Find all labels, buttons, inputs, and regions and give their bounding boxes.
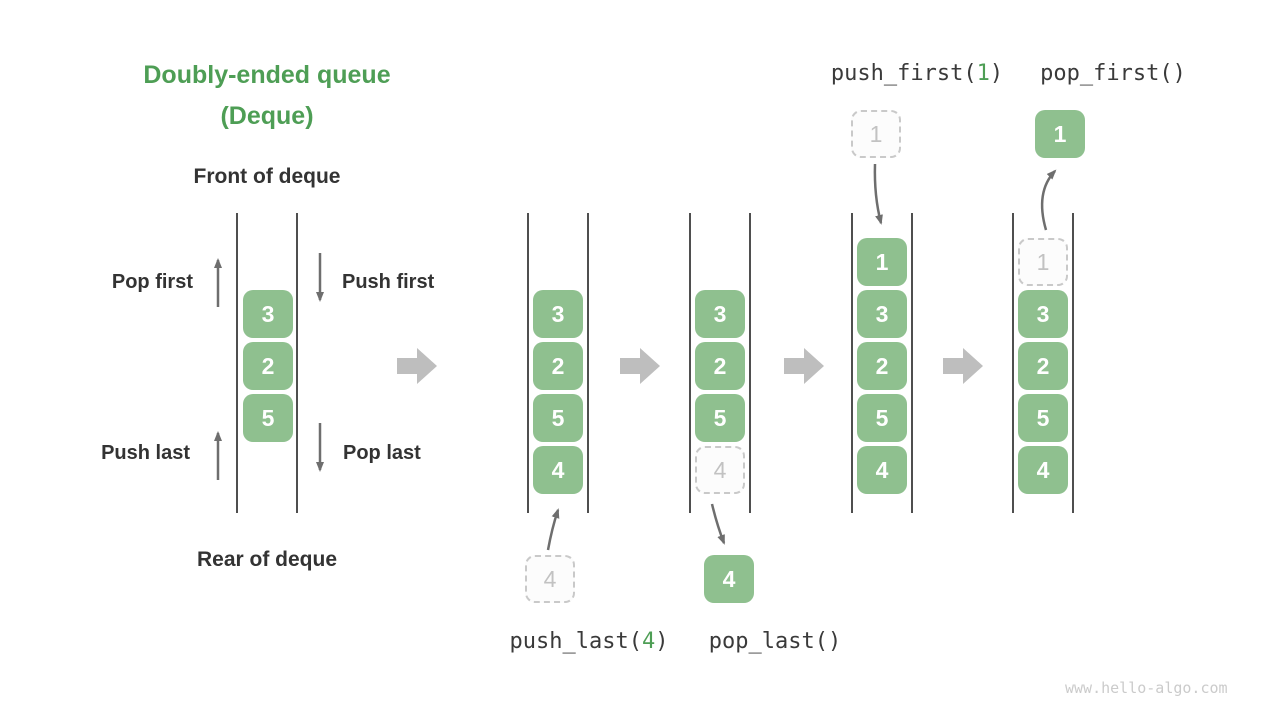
code-text: push_last(	[509, 629, 642, 654]
code-text: )	[655, 629, 669, 654]
queue-wall	[1072, 213, 1074, 513]
push-first-insert-arrow-icon	[873, 163, 883, 225]
queue-cell: 5	[533, 394, 583, 442]
queue-cell: 3	[243, 290, 293, 338]
flow-arrow-icon	[943, 348, 983, 384]
queue-wall	[689, 213, 691, 513]
queue-wall	[527, 213, 529, 513]
queue-wall	[587, 213, 589, 513]
diagram-title: Doubly-ended queue (Deque)	[143, 55, 390, 137]
queue-cell: 5	[243, 394, 293, 442]
popped-element: 4	[704, 555, 754, 603]
queue-cell: 4	[533, 446, 583, 494]
removed-element-ghost: 4	[695, 446, 745, 494]
removed-element-ghost: 1	[1018, 238, 1068, 286]
diagram-title-line1: Doubly-ended queue	[143, 61, 391, 89]
front-of-deque-label: Front of deque	[193, 165, 341, 188]
flow-arrow-icon	[620, 348, 660, 384]
diagram-title-line2: (Deque)	[220, 102, 314, 130]
flow-arrow-icon	[397, 348, 437, 384]
incoming-element-ghost: 4	[525, 555, 575, 603]
popped-element: 1	[1035, 110, 1085, 158]
pop-last-remove-arrow-icon	[710, 503, 726, 545]
queue-cell: 4	[1018, 446, 1068, 494]
watermark: www.hello-algo.com	[1065, 679, 1228, 697]
queue-wall	[1012, 213, 1014, 513]
rear-of-deque-label: Rear of deque	[196, 548, 338, 571]
push-first-code-label: push_first(1)	[831, 61, 1003, 86]
queue-cell: 2	[857, 342, 907, 390]
queue-wall	[851, 213, 853, 513]
queue-cell: 3	[1018, 290, 1068, 338]
push-first-label: Push first	[342, 271, 435, 293]
code-text: pop_first()	[1040, 61, 1186, 86]
queue-cell: 3	[695, 290, 745, 338]
push-last-code-label: push_last(4)	[510, 629, 669, 654]
pop-first-label: Pop first	[111, 271, 193, 293]
flow-arrow-icon	[784, 348, 824, 384]
incoming-element-ghost: 1	[851, 110, 901, 158]
queue-cell: 2	[695, 342, 745, 390]
code-text: )	[989, 61, 1004, 86]
pop-first-remove-arrow-icon	[1040, 169, 1057, 231]
pop-last-label: Pop last	[343, 442, 421, 464]
queue-cell: 3	[857, 290, 907, 338]
queue-cell: 1	[857, 238, 907, 286]
queue-wall	[749, 213, 751, 513]
queue-cell: 5	[857, 394, 907, 442]
code-arg: 1	[976, 61, 990, 86]
queue-cell: 2	[243, 342, 293, 390]
queue-cell: 4	[857, 446, 907, 494]
queue-cell: 5	[1018, 394, 1068, 442]
pop-first-code-label: pop_first()	[1040, 61, 1186, 86]
queue-wall	[296, 213, 298, 513]
queue-cell: 5	[695, 394, 745, 442]
queue-cell: 2	[533, 342, 583, 390]
code-text: pop_last()	[708, 629, 842, 654]
queue-wall	[911, 213, 913, 513]
push-last-insert-arrow-icon	[546, 508, 560, 551]
queue-cell: 2	[1018, 342, 1068, 390]
queue-cell: 3	[533, 290, 583, 338]
push-last-label: Push last	[101, 442, 190, 464]
pop-last-code-label: pop_last()	[709, 629, 841, 654]
code-arg: 4	[641, 629, 656, 654]
queue-wall	[236, 213, 238, 513]
code-text: push_first(	[830, 61, 977, 86]
